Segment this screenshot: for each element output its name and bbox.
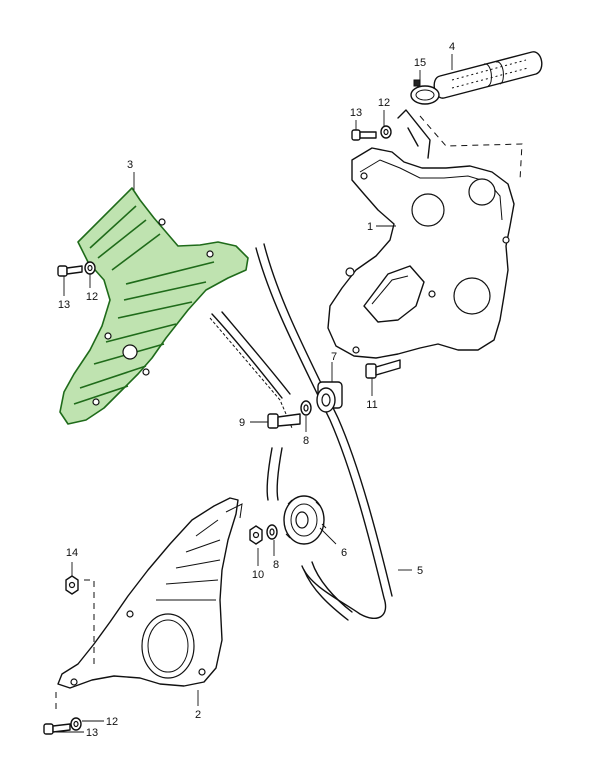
callout-12-left: 12 [86,291,98,303]
rear-belt-cover-part-1[interactable] [327,109,515,359]
bolt-part-13-bottom[interactable] [43,723,71,735]
callout-14: 14 [66,547,78,559]
callout-9: 9 [239,417,245,429]
callout-13-bottom: 13 [86,727,98,739]
callout-2: 2 [195,709,201,721]
timing-belt-part-5[interactable] [209,243,393,621]
washer-part-8-upper[interactable] [300,400,312,416]
tensioner-roller-part-7[interactable] [316,381,343,413]
hose-routing-line [419,115,523,181]
callout-labels: 3 1 4 15 13 12 7 8 9 11 6 10 8 5 2 13 12… [58,41,455,739]
hose-clamp-part-15[interactable] [410,79,440,105]
callout-13-left: 13 [58,299,70,311]
callout-15: 15 [414,57,426,69]
callout-1: 1 [367,221,373,233]
bolt-part-13-left[interactable] [57,265,83,277]
bolt-part-11[interactable] [365,359,401,379]
callout-8-upper: 8 [303,435,309,447]
lower-belt-cover-part-2[interactable] [57,497,243,689]
upper-belt-cover-part-3[interactable] [59,187,249,425]
washer-part-8-lower[interactable] [266,524,278,540]
bolt-part-9[interactable] [267,413,301,429]
hose-part-4[interactable] [433,51,543,99]
leader-lines [56,54,453,733]
callout-5: 5 [417,565,423,577]
callout-10: 10 [252,569,264,581]
callout-12-bottom: 12 [106,716,118,728]
callout-7: 7 [331,351,337,363]
washer-part-12-bottom[interactable] [70,717,82,731]
callout-8-lower: 8 [273,559,279,571]
nut-14-mounting-line [84,579,95,668]
bolt-part-13-top[interactable] [351,129,377,141]
crank-sprocket-part-6[interactable] [283,495,327,545]
callout-11: 11 [366,399,377,411]
callout-3: 3 [127,159,133,171]
nut-part-10[interactable] [249,525,263,545]
washer-part-12-left[interactable] [84,261,96,275]
callout-4: 4 [449,41,455,53]
callout-13-top: 13 [350,107,362,119]
callout-6: 6 [341,547,347,559]
callout-12-top: 12 [378,97,390,109]
washer-part-12-top[interactable] [380,125,392,139]
nut-part-14[interactable] [65,575,79,595]
